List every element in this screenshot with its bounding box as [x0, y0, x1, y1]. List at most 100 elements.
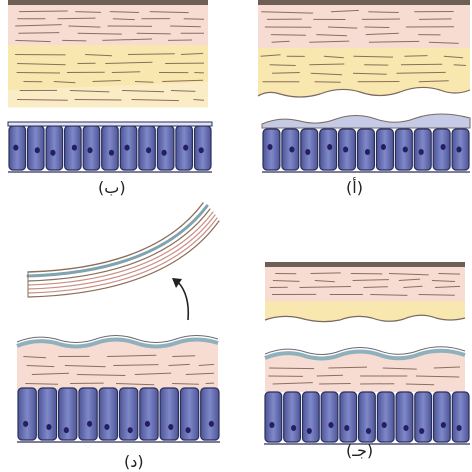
- fibre-line: [405, 383, 435, 386]
- fibre-line: [319, 383, 351, 385]
- epithelial-cell: [139, 387, 159, 441]
- cell-nucleus: [343, 146, 349, 153]
- epithelial-cell: [339, 391, 358, 443]
- curved-layer-sheet: [26, 202, 220, 298]
- fibre-line: [368, 40, 420, 43]
- cell-nucleus: [291, 425, 297, 431]
- fibre-line: [403, 285, 423, 288]
- cell-nucleus: [456, 425, 462, 431]
- cell-nucleus: [104, 424, 110, 430]
- cell-nucleus: [269, 422, 275, 428]
- cell-apical-border: [7, 121, 213, 127]
- cell-nucleus: [327, 144, 333, 150]
- fibre-line: [134, 372, 172, 375]
- epithelial-cell: [451, 391, 470, 443]
- cell-nucleus: [440, 422, 446, 428]
- fibre-line: [314, 280, 335, 283]
- epithelial-cell: [57, 387, 78, 441]
- cell-nucleus: [87, 147, 93, 154]
- fibre-line: [353, 55, 394, 58]
- label-top-left: (ب): [98, 178, 126, 197]
- fibre-line: [127, 53, 175, 55]
- fibre-line: [115, 383, 155, 386]
- epithelial-cell: [156, 125, 175, 171]
- panel-b-yellow-fade: [8, 82, 208, 108]
- fibre-line: [299, 286, 352, 288]
- fibre-line: [418, 18, 452, 20]
- cell-nucleus: [161, 149, 167, 156]
- fibre-line: [19, 10, 68, 13]
- epithelial-cell: [45, 125, 64, 171]
- epithelial-cell: [320, 391, 339, 443]
- panel-c-epithelium: [264, 391, 470, 445]
- cell-nucleus: [185, 427, 191, 434]
- epithelial-cell: [179, 387, 200, 441]
- cell-nucleus: [418, 149, 424, 155]
- cell-nucleus: [127, 427, 133, 434]
- arrow-shaft: [177, 281, 190, 321]
- cell-nucleus: [87, 420, 93, 427]
- panel-d-fibres: [23, 354, 215, 386]
- fibre-line: [183, 18, 205, 20]
- fibre-line: [172, 383, 199, 385]
- fibre-line: [453, 64, 467, 66]
- panel-c-yellow-layer: [265, 301, 465, 322]
- fibre-line: [172, 355, 196, 357]
- fibre-line: [272, 382, 313, 385]
- cell-nucleus: [198, 147, 204, 154]
- fibre-line: [438, 273, 461, 275]
- fibre-line: [365, 32, 399, 36]
- fibre-line: [269, 367, 315, 370]
- epithelial-cell: [118, 387, 139, 441]
- cell-nucleus: [456, 146, 462, 153]
- fibre-line: [352, 72, 387, 75]
- fibre-line: [25, 383, 59, 385]
- fibre-line: [180, 52, 204, 55]
- fibre-line: [75, 11, 102, 13]
- fibre-line: [134, 81, 154, 83]
- cell-nucleus: [440, 144, 446, 150]
- fibre-line: [314, 81, 341, 83]
- fibre-line: [16, 72, 61, 74]
- cell-nucleus: [13, 144, 19, 151]
- epithelial-cell: [414, 391, 433, 443]
- fibre-line: [106, 354, 157, 357]
- fibre-line: [109, 11, 139, 13]
- epithelial-cell: [78, 387, 98, 441]
- cell-nucleus: [328, 422, 334, 428]
- fibre-line: [193, 99, 205, 101]
- cell-nucleus: [289, 146, 295, 153]
- cell-nucleus: [380, 144, 386, 150]
- cell-nucleus: [305, 149, 311, 155]
- fibre-line: [261, 11, 314, 14]
- cell-nucleus: [365, 428, 372, 434]
- epithelial-cell: [17, 387, 37, 441]
- panel-c-pink-layer: [265, 267, 465, 301]
- panel-a-yellow-edge: [257, 86, 471, 98]
- fibre-line: [85, 54, 113, 57]
- fibre-line: [170, 90, 196, 92]
- fibre-line: [309, 63, 345, 66]
- epithelial-cell: [319, 128, 338, 171]
- panel-a-fibres: [260, 9, 467, 83]
- fibre-line: [443, 55, 464, 59]
- fibre-line: [272, 72, 300, 74]
- cell-nucleus: [183, 144, 189, 151]
- fibre-line: [111, 71, 141, 73]
- fibre-line: [269, 64, 296, 66]
- fibre-line: [170, 25, 201, 28]
- epithelial-cell: [262, 128, 281, 171]
- fibre-line: [270, 34, 306, 36]
- fibre-line: [330, 9, 359, 13]
- fibre-line: [309, 40, 350, 43]
- fibre-line: [272, 280, 300, 282]
- fibre-line: [77, 32, 122, 35]
- cell-nucleus: [168, 424, 174, 430]
- fibre-line: [352, 279, 389, 281]
- fibre-line: [418, 80, 449, 83]
- fibre-line: [271, 40, 290, 43]
- epithelial-cell: [98, 387, 119, 441]
- fibre-line: [18, 32, 60, 34]
- cell-nucleus: [34, 147, 40, 154]
- epithelial-cell: [37, 387, 58, 441]
